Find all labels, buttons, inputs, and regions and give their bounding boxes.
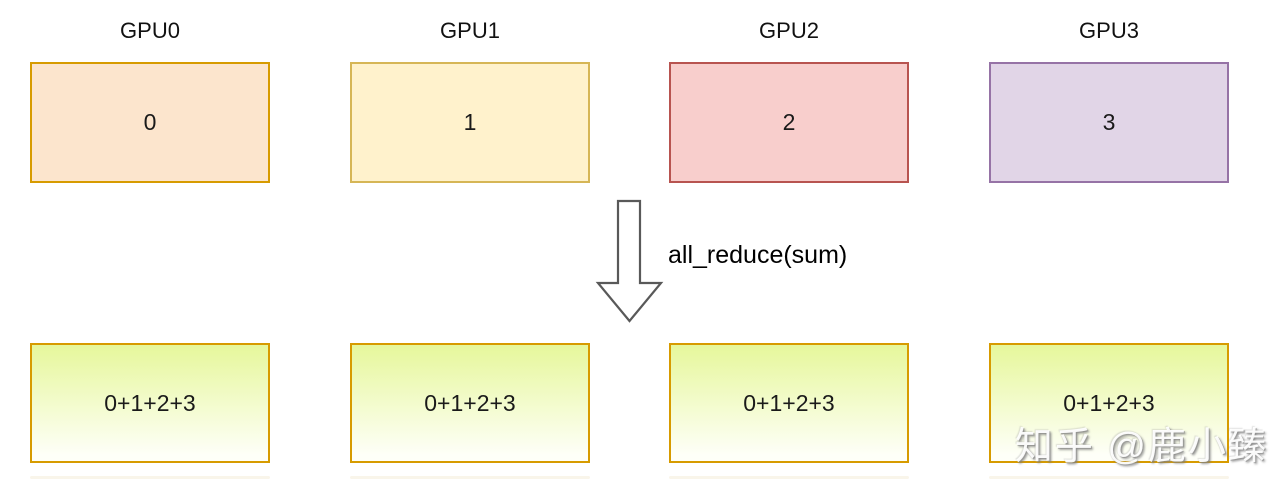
gpu0-label: GPU0 — [120, 18, 180, 43]
gpu0-before-value: 0 — [143, 109, 157, 135]
gpu0-after-box: 0+1+2+3 — [30, 343, 270, 463]
gpu2-before-box: 2 — [669, 62, 909, 183]
gpu2-label: GPU2 — [759, 18, 819, 43]
gpu1-before-value: 1 — [463, 109, 477, 135]
gpu0-before-box: 0 — [30, 62, 270, 183]
gpu2-after-value: 0+1+2+3 — [743, 389, 835, 416]
gpu3-before-value: 3 — [1102, 109, 1116, 135]
gpu1-after-value: 0+1+2+3 — [424, 389, 516, 416]
operation-label: all_reduce(sum) — [668, 241, 848, 269]
gpu3-after-box: 0+1+2+3 — [989, 343, 1229, 463]
gpu3-label: GPU3 — [1079, 18, 1139, 43]
gpu2-after-box: 0+1+2+3 — [669, 343, 909, 463]
box-reflection — [669, 476, 909, 479]
gpu3-before-box: 3 — [989, 62, 1229, 183]
gpu1-label: GPU1 — [440, 18, 500, 43]
box-reflection — [350, 476, 590, 479]
box-reflection — [30, 476, 270, 479]
gpu2-before-value: 2 — [782, 109, 796, 135]
box-reflection — [989, 476, 1229, 479]
gpu0-after-value: 0+1+2+3 — [104, 389, 196, 416]
gpu3-after-value: 0+1+2+3 — [1063, 389, 1155, 416]
gpu1-before-box: 1 — [350, 62, 590, 183]
gpu1-after-box: 0+1+2+3 — [350, 343, 590, 463]
down-arrow-icon — [595, 199, 664, 323]
